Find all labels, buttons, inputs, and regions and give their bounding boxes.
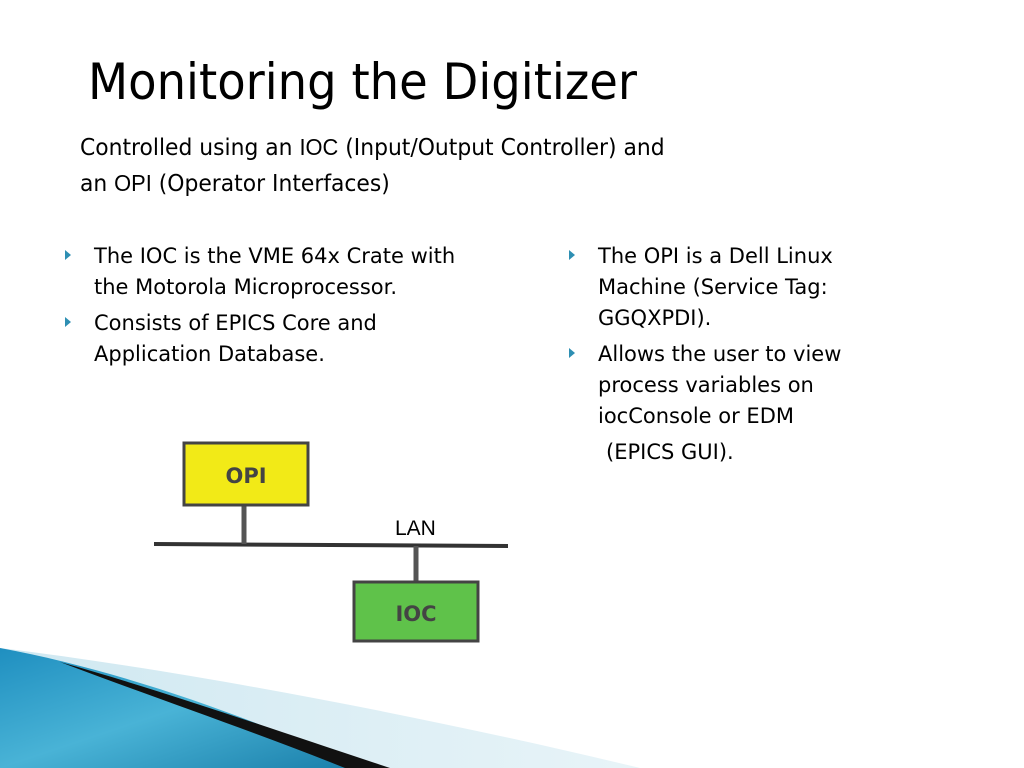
bullet-text: Allows the user to view <box>598 342 842 366</box>
lan-label: LAN <box>395 517 436 540</box>
opi-box-label: OPI <box>225 464 266 488</box>
bullet-item: Allows the user to view process variable… <box>568 339 841 432</box>
bullet-item: Consists of EPICS Core and Application D… <box>64 308 455 370</box>
triangle-bullet-icon <box>65 250 71 260</box>
bullet-text: Machine (Service Tag: <box>598 275 828 299</box>
opi-box <box>182 441 310 507</box>
left-bullet-list: The IOC is the VME 64x Crate with the Mo… <box>64 241 455 375</box>
subtitle-line-2: an OPI (Operator Interfaces) <box>80 166 840 202</box>
lan-line <box>153 542 509 548</box>
ioc-box <box>352 580 480 643</box>
slide-subtitle: Controlled using an IOC (Input/Output Co… <box>80 130 840 202</box>
ioc-keyword: IOC <box>299 134 339 160</box>
swoosh-black-band <box>60 662 390 768</box>
bullet-text: process variables on <box>598 373 814 397</box>
right-bullet-list: The OPI is a Dell Linux Machine (Service… <box>568 241 841 437</box>
opi-keyword: OPI <box>114 170 152 196</box>
subtitle-text: Controlled using an <box>80 135 300 161</box>
subtitle-line-1: Controlled using an IOC (Input/Output Co… <box>80 130 840 166</box>
bullet-text: The IOC is the VME 64x Crate with <box>94 244 456 268</box>
bullet-item: The OPI is a Dell Linux Machine (Service… <box>568 241 841 334</box>
bullet-text: iocConsole or EDM <box>598 404 794 428</box>
triangle-bullet-icon <box>569 348 575 358</box>
bullet-text: GGQXPDI). <box>598 306 712 330</box>
bullet-text: Consists of EPICS Core and <box>94 311 377 335</box>
subtitle-text: (Operator Interfaces) <box>151 171 390 197</box>
ioc-box-label: IOC <box>395 602 436 626</box>
bullet-text: The OPI is a Dell Linux <box>598 244 833 268</box>
subtitle-text: an <box>80 171 115 197</box>
bullet-text: the Motorola Microprocessor. <box>94 275 398 299</box>
bullet-continuation: (EPICS GUI). <box>606 440 734 464</box>
bullet-text: Application Database. <box>94 342 325 366</box>
triangle-bullet-icon <box>65 317 71 327</box>
triangle-bullet-icon <box>569 250 575 260</box>
bullet-item: The IOC is the VME 64x Crate with the Mo… <box>64 241 455 303</box>
swoosh-light-band <box>0 648 640 768</box>
subtitle-text: (Input/Output Controller) and <box>338 135 665 161</box>
slide-title: Monitoring the Digitizer <box>88 53 637 111</box>
swoosh-blue-band <box>0 648 360 768</box>
